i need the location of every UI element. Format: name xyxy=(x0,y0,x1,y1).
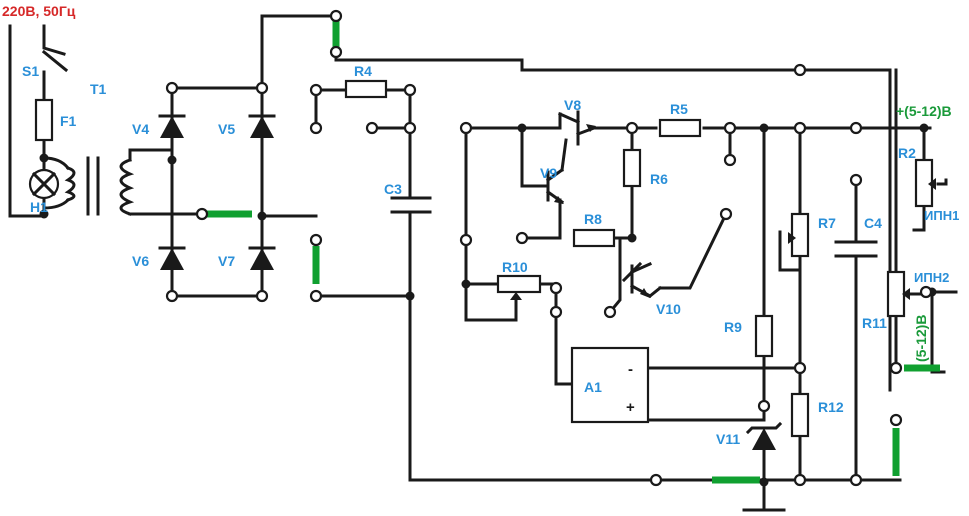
wiring xyxy=(8,14,958,512)
label-v8: V8 xyxy=(564,97,581,113)
label-a1: A1 xyxy=(584,379,602,395)
transformer-t1 xyxy=(64,156,135,216)
label-r2: R2 xyxy=(898,145,916,161)
terminals xyxy=(165,9,933,487)
resistor-r11 xyxy=(886,270,910,318)
label-output-side: (5-12)В xyxy=(913,315,929,362)
label-output-top: +(5-12)В xyxy=(896,103,952,119)
zener-v11 xyxy=(745,421,783,450)
capacitor-c4 xyxy=(834,240,878,258)
diode-v5 xyxy=(248,114,276,138)
label-a1-minus: - xyxy=(628,361,633,378)
diode-v6 xyxy=(158,246,186,270)
label-f1: F1 xyxy=(60,113,77,129)
labels: 220В, 50Гц S1 T1 F1 H1 V4 V5 V6 V7 R4 C3… xyxy=(2,3,959,447)
opamp-a1 xyxy=(570,346,650,424)
label-r6: R6 xyxy=(650,171,668,187)
label-a1-plus: + xyxy=(626,399,635,416)
label-v4: V4 xyxy=(132,121,149,137)
capacitor-c3 xyxy=(390,196,432,214)
fuse-f1 xyxy=(34,98,54,142)
resistor-r8 xyxy=(572,228,616,248)
label-c3: C3 xyxy=(384,181,402,197)
diode-v4 xyxy=(158,114,186,138)
label-r5: R5 xyxy=(670,101,688,117)
label-mains: 220В, 50Гц xyxy=(2,3,76,19)
label-v7: V7 xyxy=(218,253,235,269)
resistor-r12 xyxy=(790,392,810,438)
label-r8: R8 xyxy=(584,211,602,227)
green-jumpers xyxy=(204,20,940,484)
label-ipn1: ИПН1 xyxy=(924,208,959,223)
label-v10: V10 xyxy=(656,301,681,317)
label-r10: R10 xyxy=(502,259,528,275)
label-t1: T1 xyxy=(90,81,107,97)
potentiometer-r10 xyxy=(496,274,542,322)
diode-v7 xyxy=(248,246,276,270)
label-s1: S1 xyxy=(22,63,39,79)
potentiometer-r7 xyxy=(788,212,810,258)
resistor-r5 xyxy=(658,118,702,138)
potentiometer-r2 xyxy=(914,158,936,208)
lamp-h1 xyxy=(28,168,60,200)
label-v9: V9 xyxy=(540,165,557,181)
resistor-r6 xyxy=(622,148,642,188)
label-h1: H1 xyxy=(30,199,48,215)
transistor-v10 xyxy=(629,262,663,299)
resistor-r4 xyxy=(344,79,388,99)
transistor-v8 xyxy=(558,110,596,146)
label-c4: C4 xyxy=(864,215,882,231)
label-v5: V5 xyxy=(218,121,235,137)
transistor-v9 xyxy=(545,138,568,205)
label-v11: V11 xyxy=(716,431,740,447)
label-r12: R12 xyxy=(818,399,844,415)
label-r9: R9 xyxy=(724,319,742,335)
label-r7: R7 xyxy=(818,215,836,231)
switch-s1 xyxy=(41,49,69,73)
label-ipn2: ИПН2 xyxy=(914,270,949,285)
label-v6: V6 xyxy=(132,253,149,269)
resistor-r9 xyxy=(754,314,774,358)
label-r11: R11 xyxy=(862,315,887,331)
label-r4: R4 xyxy=(354,63,372,79)
